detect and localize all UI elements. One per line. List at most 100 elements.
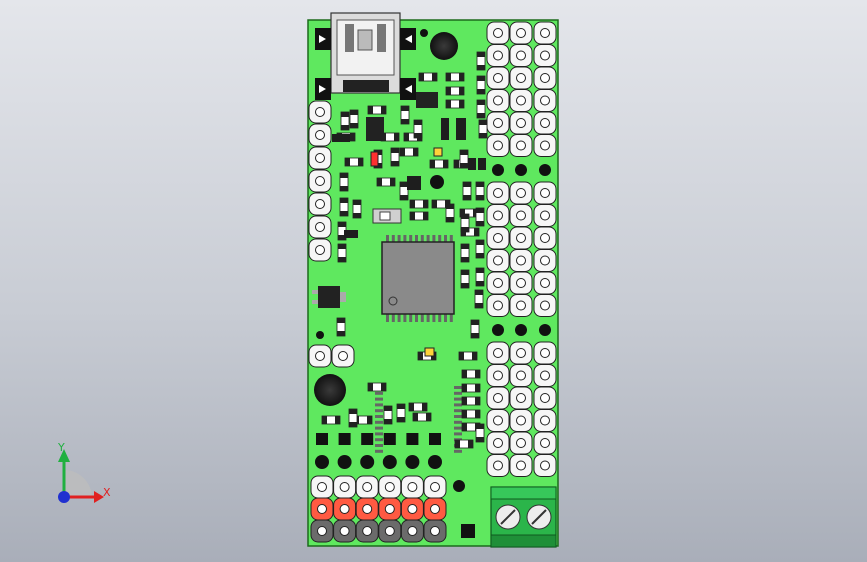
bottom-pin-white[interactable] [423, 475, 447, 499]
right-header-pin[interactable] [486, 66, 510, 90]
bottom-pin-red[interactable] [355, 497, 379, 521]
bottom-pin-dark[interactable] [423, 519, 447, 543]
bottom-pin-white[interactable] [355, 475, 379, 499]
right-header-pin[interactable] [509, 66, 533, 90]
left-header-pin[interactable] [308, 100, 332, 124]
bottom-pin-dark[interactable] [378, 519, 402, 543]
left-header-pin[interactable] [308, 192, 332, 216]
jumper-pin[interactable] [308, 344, 332, 368]
right-header-pin[interactable] [486, 364, 510, 387]
bottom-pin-rows[interactable] [310, 433, 475, 543]
right-header-pin[interactable] [486, 134, 510, 157]
right-header-pin[interactable] [486, 454, 510, 477]
round-pad [315, 455, 329, 469]
right-header-pin[interactable] [509, 454, 533, 477]
right-header-pin[interactable] [486, 181, 510, 205]
right-header-pin[interactable] [486, 89, 510, 112]
right-header-pin[interactable] [533, 111, 557, 135]
right-header-pin[interactable] [509, 89, 533, 112]
right-header-pin[interactable] [533, 454, 557, 477]
right-header-pin[interactable] [509, 204, 533, 227]
right-header-pin[interactable] [509, 431, 533, 455]
right-header-pin[interactable] [533, 409, 557, 432]
left-header-pin[interactable] [308, 238, 332, 262]
right-header-pin[interactable] [486, 44, 510, 67]
chip-pin [375, 432, 383, 436]
right-header-pin[interactable] [533, 271, 557, 295]
right-header-pin[interactable] [533, 294, 557, 317]
bottom-pin-red[interactable] [378, 497, 402, 521]
right-header-pin[interactable] [486, 386, 510, 410]
right-header-pin[interactable] [486, 111, 510, 135]
left-pin-header[interactable] [308, 100, 355, 368]
right-header-pin[interactable] [509, 44, 533, 67]
right-header-pin[interactable] [509, 134, 533, 157]
right-header-pin[interactable] [509, 21, 533, 45]
right-header-pin[interactable] [486, 431, 510, 455]
right-header-pin[interactable] [533, 386, 557, 410]
bottom-pin-white[interactable] [333, 475, 357, 499]
right-header-pin[interactable] [533, 204, 557, 227]
qfp-chip-icon[interactable] [373, 233, 465, 453]
usb-mini-connector-icon[interactable] [315, 12, 416, 100]
right-header-pin[interactable] [533, 44, 557, 67]
right-header-pin[interactable] [509, 249, 533, 272]
right-header-pin[interactable] [486, 249, 510, 272]
right-header-pin[interactable] [509, 181, 533, 205]
bottom-pin-dark[interactable] [310, 519, 334, 543]
bottom-pin-red[interactable] [400, 497, 424, 521]
right-header-pin[interactable] [533, 21, 557, 45]
jumper-pin[interactable] [331, 344, 355, 368]
right-header-pin[interactable] [486, 204, 510, 227]
left-header-pin[interactable] [308, 169, 332, 193]
mounting-hole [314, 374, 346, 406]
bottom-pin-white[interactable] [310, 475, 334, 499]
right-header-pin[interactable] [486, 294, 510, 317]
bottom-pin-red[interactable] [423, 497, 447, 521]
right-header-pin[interactable] [509, 271, 533, 295]
via [539, 324, 551, 336]
smd-capacitor [475, 267, 485, 287]
left-header-pin[interactable] [308, 215, 332, 239]
bottom-pin-white[interactable] [400, 475, 424, 499]
via [316, 331, 324, 339]
smd-capacitor [399, 181, 409, 201]
right-header-pin[interactable] [509, 111, 533, 135]
right-header-pin[interactable] [486, 21, 510, 45]
bottom-pin-red[interactable] [310, 497, 334, 521]
right-header-pin[interactable] [533, 364, 557, 387]
right-header-pin[interactable] [509, 409, 533, 432]
right-header-pin[interactable] [533, 181, 557, 205]
smd-capacitor [340, 111, 350, 131]
right-header-pin[interactable] [533, 134, 557, 157]
bottom-pin-dark[interactable] [400, 519, 424, 543]
right-header-pin[interactable] [509, 386, 533, 410]
right-header-pin[interactable] [486, 409, 510, 432]
right-header-pin[interactable] [533, 431, 557, 455]
right-header-pin[interactable] [509, 341, 533, 365]
dark-component [441, 118, 449, 140]
right-header-pin[interactable] [533, 249, 557, 272]
screw-terminal-icon[interactable] [490, 486, 557, 548]
left-header-pin[interactable] [308, 146, 332, 170]
square-pad [461, 524, 475, 538]
right-header-pin[interactable] [486, 271, 510, 295]
bottom-pin-dark[interactable] [355, 519, 379, 543]
bottom-pin-dark[interactable] [333, 519, 357, 543]
right-header-pin[interactable] [509, 364, 533, 387]
slide-switch[interactable] [372, 208, 402, 224]
right-pin-headers[interactable] [486, 21, 557, 477]
right-header-pin[interactable] [533, 66, 557, 90]
right-header-pin[interactable] [533, 341, 557, 365]
right-header-pin[interactable] [509, 226, 533, 250]
right-header-pin[interactable] [486, 341, 510, 365]
bottom-pin-red[interactable] [333, 497, 357, 521]
bottom-pin-white[interactable] [378, 475, 402, 499]
right-header-pin[interactable] [509, 294, 533, 317]
right-header-pin[interactable] [486, 226, 510, 250]
right-header-pin[interactable] [533, 226, 557, 250]
right-header-pin[interactable] [533, 89, 557, 112]
left-header-pin[interactable] [308, 123, 332, 147]
